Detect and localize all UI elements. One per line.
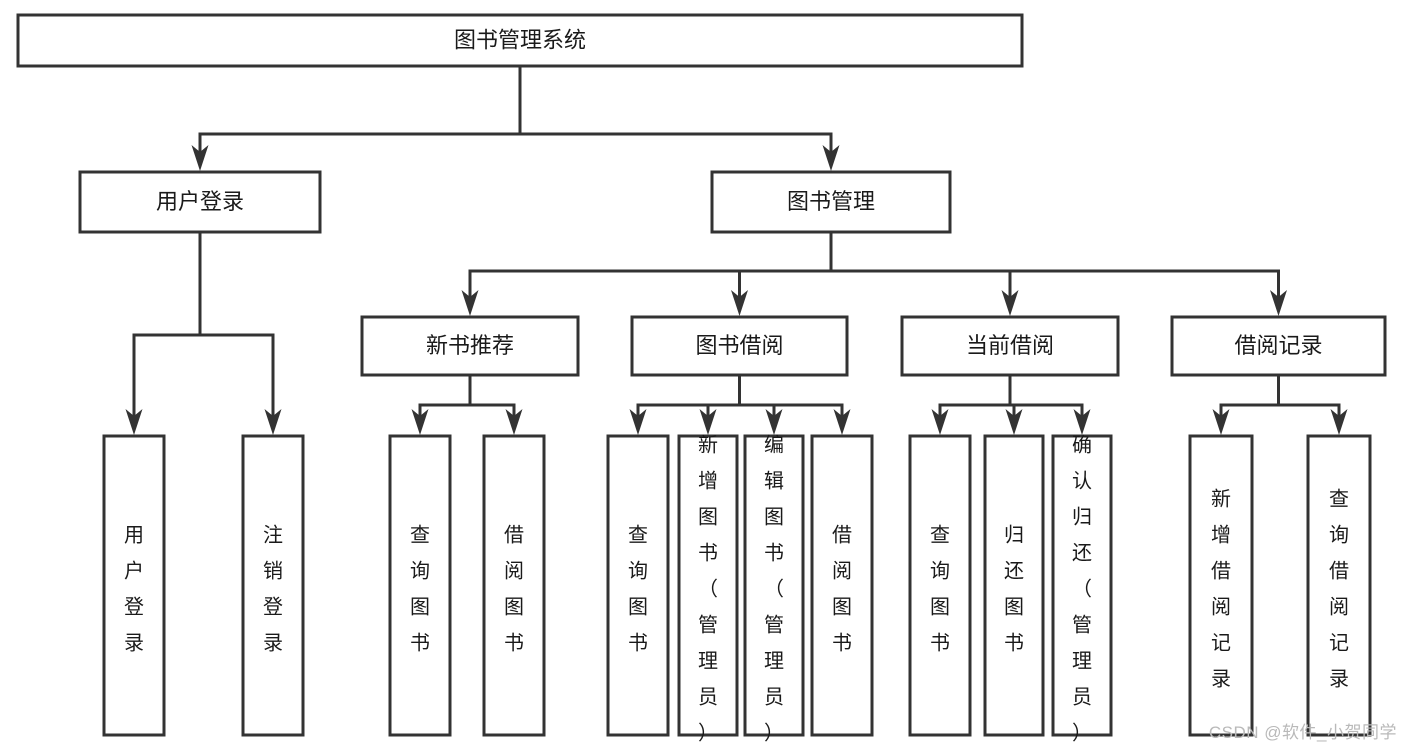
node-label-leaf-current-confirm: 确认归还（管理员） [1072, 434, 1092, 745]
node-label-leaf-borrow-edit: 编辑图书（管理员） [764, 434, 784, 745]
node-label-book-manage: 图书管理 [787, 189, 875, 214]
node-label-borrow-record: 借阅记录 [1234, 333, 1322, 358]
node-label-book-borrow: 图书借阅 [695, 333, 783, 358]
node-label-leaf-borrow-lend: 借阅图书 [832, 524, 852, 655]
node-leaf-borrow-add[interactable]: 新增图书（管理员） [677, 434, 739, 745]
node-label-user-login: 用户登录 [156, 189, 244, 214]
node-label-leaf-record-query: 查询借阅记录 [1329, 488, 1349, 691]
node-box-book-manage [710, 170, 952, 234]
edge-layer [125, 64, 1348, 435]
node-leaf-current-return[interactable]: 归还图书 [983, 434, 1045, 737]
node-book-borrow[interactable]: 图书借阅 [630, 315, 849, 377]
node-label-leaf-user-logout: 注销登录 [263, 524, 283, 655]
node-label-root: 图书管理系统 [454, 27, 586, 52]
edge-userlogin-to-leaves [125, 230, 282, 435]
node-leaf-record-query[interactable]: 查询借阅记录 [1306, 434, 1372, 737]
node-leaf-recommend-borrow[interactable]: 借阅图书 [482, 434, 546, 737]
node-label-leaf-record-add: 新增借阅记录 [1211, 488, 1231, 691]
node-box-leaf-borrow-query [606, 434, 670, 737]
node-box-leaf-borrow-edit [743, 434, 805, 737]
edge-record-to-leaves [1212, 373, 1348, 435]
node-box-leaf-current-query [908, 434, 972, 737]
edge-recommend-to-leaves [411, 373, 523, 435]
edge-borrow-to-leaves [629, 373, 851, 435]
node-layer: 图书管理系统用户登录图书管理新书推荐图书借阅当前借阅借阅记录用户登录注销登录查询… [16, 13, 1387, 745]
node-label-leaf-current-query: 查询图书 [930, 524, 950, 655]
node-box-current-borrow [900, 315, 1120, 377]
node-label-leaf-recommend-query: 查询图书 [410, 524, 430, 655]
edge-bookmanage-to-level2 [461, 230, 1287, 316]
node-root[interactable]: 图书管理系统 [16, 13, 1024, 68]
node-box-borrow-record [1170, 315, 1387, 377]
node-book-manage[interactable]: 图书管理 [710, 170, 952, 234]
node-box-leaf-recommend-borrow [482, 434, 546, 737]
node-box-leaf-current-confirm [1051, 434, 1113, 737]
node-leaf-recommend-query[interactable]: 查询图书 [388, 434, 452, 737]
node-box-leaf-borrow-lend [810, 434, 874, 737]
node-label-leaf-recommend-borrow: 借阅图书 [504, 524, 524, 655]
node-box-new-book-recommend [360, 315, 580, 377]
node-current-borrow[interactable]: 当前借阅 [900, 315, 1120, 377]
node-leaf-borrow-lend[interactable]: 借阅图书 [810, 434, 874, 737]
node-box-leaf-current-return [983, 434, 1045, 737]
node-label-leaf-current-return: 归还图书 [1004, 524, 1024, 655]
node-new-book-recommend[interactable]: 新书推荐 [360, 315, 580, 377]
node-box-leaf-user-logout [241, 434, 305, 737]
node-box-leaf-user-login [102, 434, 166, 737]
node-leaf-user-login[interactable]: 用户登录 [102, 434, 166, 737]
node-leaf-record-add[interactable]: 新增借阅记录 [1188, 434, 1254, 737]
node-box-root [16, 13, 1024, 68]
node-label-new-book-recommend: 新书推荐 [426, 333, 514, 358]
node-leaf-borrow-edit[interactable]: 编辑图书（管理员） [743, 434, 805, 745]
node-leaf-user-logout[interactable]: 注销登录 [241, 434, 305, 737]
node-box-leaf-record-query [1306, 434, 1372, 737]
node-label-current-borrow: 当前借阅 [966, 333, 1054, 358]
node-leaf-current-query[interactable]: 查询图书 [908, 434, 972, 737]
node-label-leaf-user-login: 用户登录 [124, 525, 144, 655]
node-box-leaf-record-add [1188, 434, 1254, 737]
node-box-book-borrow [630, 315, 849, 377]
edge-root-to-level1 [191, 64, 840, 171]
node-label-leaf-borrow-query: 查询图书 [628, 524, 648, 655]
node-leaf-borrow-query[interactable]: 查询图书 [606, 434, 670, 737]
node-borrow-record[interactable]: 借阅记录 [1170, 315, 1387, 377]
edge-current-to-leaves [931, 373, 1091, 435]
node-label-leaf-borrow-add: 新增图书（管理员） [698, 434, 718, 745]
node-user-login[interactable]: 用户登录 [78, 170, 322, 234]
node-box-user-login [78, 170, 322, 234]
node-box-leaf-borrow-add [677, 434, 739, 737]
node-box-leaf-recommend-query [388, 434, 452, 737]
node-leaf-current-confirm[interactable]: 确认归还（管理员） [1051, 434, 1113, 745]
